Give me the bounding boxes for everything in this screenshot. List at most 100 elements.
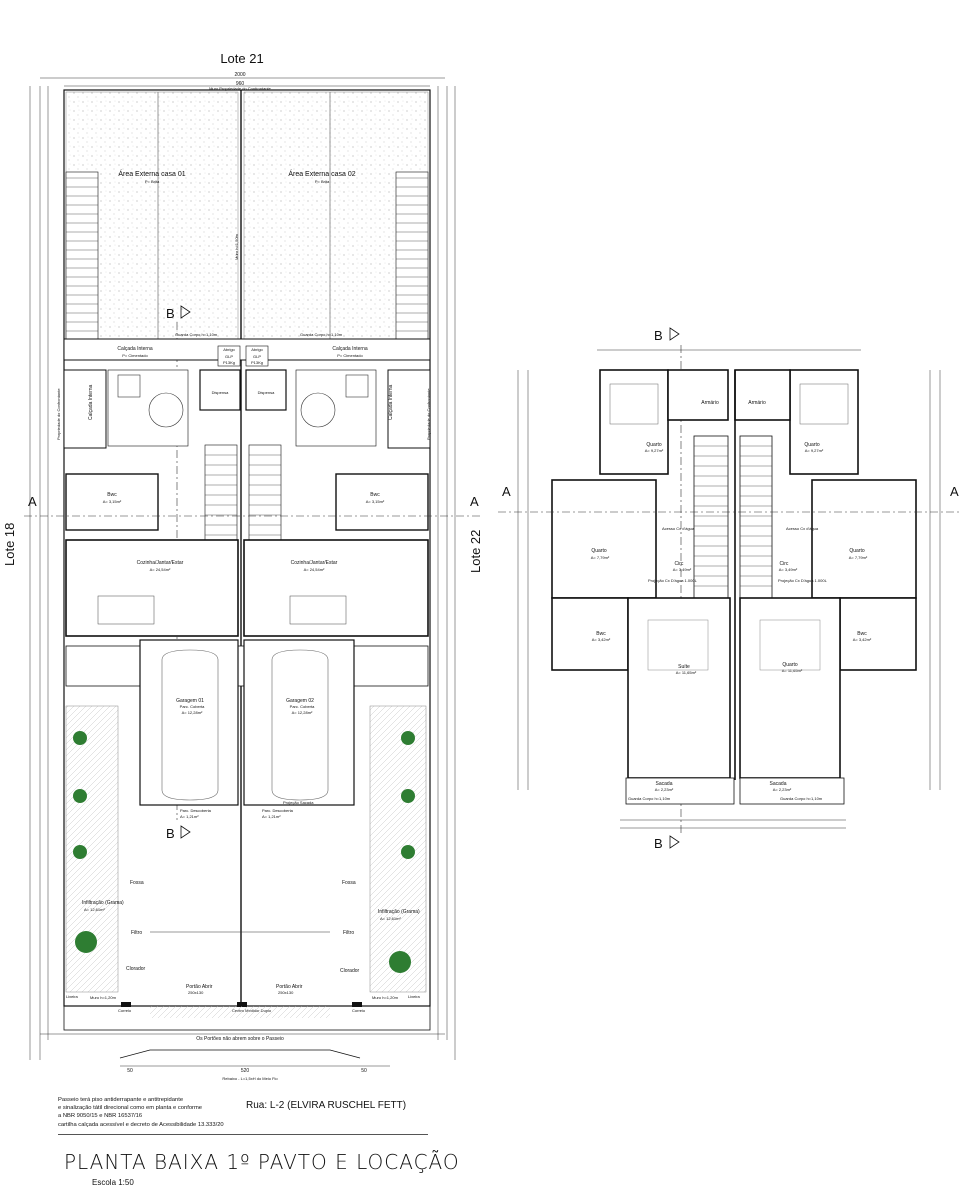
- circ-2-area: A= 3,49m²: [779, 567, 798, 572]
- muro-center-label: Muro h=1,50m: [234, 233, 239, 260]
- quarto-suite-2: Quarto: [782, 662, 798, 668]
- quarto-mid-1-area: A= 7,79m²: [591, 555, 610, 560]
- portao-1: Portão Abrir: [186, 984, 213, 990]
- cozinha-2-area: A= 24,54m²: [304, 567, 325, 572]
- calcada-interna-2: Calçada Interna: [332, 346, 368, 352]
- calcada-lateral-1: Calçada Interna: [88, 384, 94, 420]
- garagem-2-cover: Parc. Coberta: [290, 704, 315, 709]
- site-plan-ground-floor: 2000 960 Muro Propriedade do Confrontant…: [2, 51, 483, 1081]
- calcada-interna-1: Calçada Interna: [117, 346, 153, 352]
- garagem-1-area: A= 12,28m²: [182, 710, 203, 715]
- muro-front-1: Muro h=1,20m: [90, 995, 117, 1000]
- glp-2-kg: P13Kg: [251, 360, 263, 365]
- area-externa-1: Área Externa casa 01: [118, 169, 185, 178]
- glp-1: GLP: [225, 354, 233, 359]
- passeio-note-line-4: cartilha calçada acessível e decreto de …: [58, 1121, 224, 1128]
- calcada-interna-2-floor: P= Cimentado: [337, 353, 363, 358]
- acesso-cx-1: Acesso Cx d'água: [662, 526, 695, 531]
- cozinha-1-area: A= 24,54m²: [150, 567, 171, 572]
- projecao-cx-1: Projeção Cx D'água 1.000L: [648, 578, 698, 583]
- lote-22: Lote 22: [468, 530, 483, 573]
- bwc-upper-1: Bwc: [596, 631, 606, 637]
- quarto-top-1: Quarto: [646, 442, 662, 448]
- dispensa-2: Dispensa: [258, 390, 275, 395]
- sacada-2-area: A= 2,23m²: [773, 787, 792, 792]
- section-b-bottom-left: B: [166, 826, 175, 841]
- section-a-right-end: A: [950, 484, 959, 499]
- guarda-corpo-left: Guarda Corpo h=1,10m: [175, 332, 218, 337]
- prop-confrontante-left: Propriedade do Confrontante: [56, 388, 61, 440]
- dim-top-lot: 960: [236, 81, 245, 87]
- sacada-1-area: A= 2,23m²: [655, 787, 674, 792]
- projecao-sacada-ground: Projeção Sacada: [283, 800, 314, 805]
- portoes-aviso: Os Portões não abrem sobre o Passeio: [196, 1036, 284, 1042]
- bwc-upper-1-area: A= 3,42m²: [592, 637, 611, 642]
- bwc-ground-2-area: A= 3,15m²: [366, 499, 385, 504]
- rebaixo-label: Rebaixo - L=1,5xH do Meio Fio: [222, 1076, 278, 1081]
- clorador-1: Clorador: [126, 966, 146, 972]
- quarto-top-2: Quarto: [804, 442, 820, 448]
- circ-2: Circ: [780, 561, 789, 567]
- armario-2: Armário: [748, 400, 766, 406]
- quarto-top-1-area: A= 9,27m²: [645, 448, 664, 453]
- muro-front-2: Muro h=1,20m: [372, 995, 399, 1000]
- garagem-1-cover: Parc. Coberta: [180, 704, 205, 709]
- guarda-corpo-right: Guarda Corpo h=1,10m: [300, 332, 343, 337]
- sacada-1: Sacada: [656, 781, 673, 787]
- section-b-bottom-right: B: [654, 836, 663, 851]
- dispensa-1: Dispensa: [212, 390, 229, 395]
- projecao-cx-2: Projeção Cx D'água 1.000L: [778, 578, 828, 583]
- abrigo-2: Abrigo: [251, 347, 263, 352]
- guarda-corpo-sacada-2: Guarda Corpo h=1,10m: [780, 796, 823, 801]
- upper-floor-plan: B Quarto A= 9,27m² Quarto A= 9,27m² Armá…: [498, 327, 962, 851]
- calcada-lateral-2: Calçada Interna: [388, 384, 394, 420]
- circ-1: Circ: [675, 561, 684, 567]
- section-a-right-start: A: [502, 484, 511, 499]
- area-externa-2-floor: P= Brita: [315, 179, 330, 184]
- sacada-2: Sacada: [770, 781, 787, 787]
- fossa-2: Fossa: [342, 880, 356, 886]
- lixeira-2: Lixeira: [408, 994, 421, 999]
- exterior-stair-right: [395, 171, 429, 343]
- bwc-upper-2: Bwc: [857, 631, 867, 637]
- lote-21: Lote 21: [220, 51, 263, 66]
- dim-top-total: 2000: [234, 72, 245, 78]
- garagem-2: Garagem 02: [286, 698, 314, 704]
- correio-1: Correio: [118, 1008, 132, 1013]
- prop-confrontante-right: Propriedade do Confrontante: [426, 388, 431, 440]
- muro-top-label: Muro Propriedade do Confrontante: [209, 86, 272, 91]
- dim-rebaixo-right: 50: [361, 1068, 367, 1074]
- garagem-1: Garagem 01: [176, 698, 204, 704]
- bwc-ground-1: Bwc: [107, 492, 117, 498]
- parc-descoberta-1-area: A= 1,21m²: [180, 814, 199, 819]
- title-rule: [58, 1134, 428, 1135]
- parc-descoberta-1: Parc. Descoberta: [180, 808, 212, 813]
- infiltracao-2: Infiltração (Grama): [378, 909, 420, 915]
- armario-1: Armário: [701, 400, 719, 406]
- infiltracao-2-area: A= 12,61m²: [380, 916, 401, 921]
- lote-18: Lote 18: [2, 523, 17, 566]
- section-a-left-end: A: [470, 494, 479, 509]
- acesso-cx-2: Acesso Cx d'água: [786, 526, 819, 531]
- guarda-corpo-sacada-1: Guarda Corpo h=1,10m: [628, 796, 671, 801]
- passeio-note-line-1: Passeio terá piso antiderrapante e antit…: [58, 1097, 184, 1103]
- suite-1-area: A= 11,65m²: [676, 670, 697, 675]
- passeio-note-line-3: a NBR 9050/15 e NBR 16537/16: [58, 1113, 143, 1120]
- tree-icon: [73, 731, 415, 973]
- bwc-upper-2-area: A= 3,42m²: [853, 637, 872, 642]
- glp-1-kg: P13Kg: [223, 360, 235, 365]
- dim-rebaixo-mid: 520: [241, 1068, 250, 1074]
- filtro-1: Filtro: [131, 930, 142, 936]
- bwc-ground-2: Bwc: [370, 492, 380, 498]
- portao-2: Portão Abrir: [276, 984, 303, 990]
- section-b-top-right: B: [654, 328, 663, 343]
- filtro-2: Filtro: [343, 930, 354, 936]
- cozinha-2: Cozinha/Jantar/Estar: [291, 560, 338, 566]
- suite-1: Suíte: [678, 664, 690, 670]
- exterior-stair-left: [65, 171, 99, 343]
- parc-descoberta-2-area: A= 1,21m²: [262, 814, 281, 819]
- bwc-ground-1-area: A= 3,15m²: [103, 499, 122, 504]
- parc-descoberta-2: Parc. Descoberta: [262, 808, 294, 813]
- portao-1-dim: 250x130: [188, 990, 204, 995]
